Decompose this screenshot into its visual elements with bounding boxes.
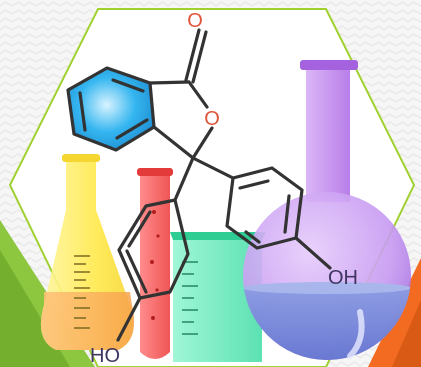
bottom-hydroxyl-label: HO bbox=[90, 345, 120, 367]
right-hydroxyl-label: OH bbox=[328, 267, 358, 289]
orange-corner-shade bbox=[392, 300, 421, 367]
carbonyl-oxygen-label: O bbox=[187, 10, 203, 32]
bond bbox=[148, 80, 191, 85]
round-bottom-flask-icon bbox=[243, 60, 411, 360]
test-tube-icon bbox=[137, 168, 173, 359]
ring-oxygen-label: O bbox=[204, 108, 220, 130]
phenolphthalein-structure-icon bbox=[66, 28, 332, 342]
erlenmeyer-flask-icon bbox=[40, 154, 135, 350]
